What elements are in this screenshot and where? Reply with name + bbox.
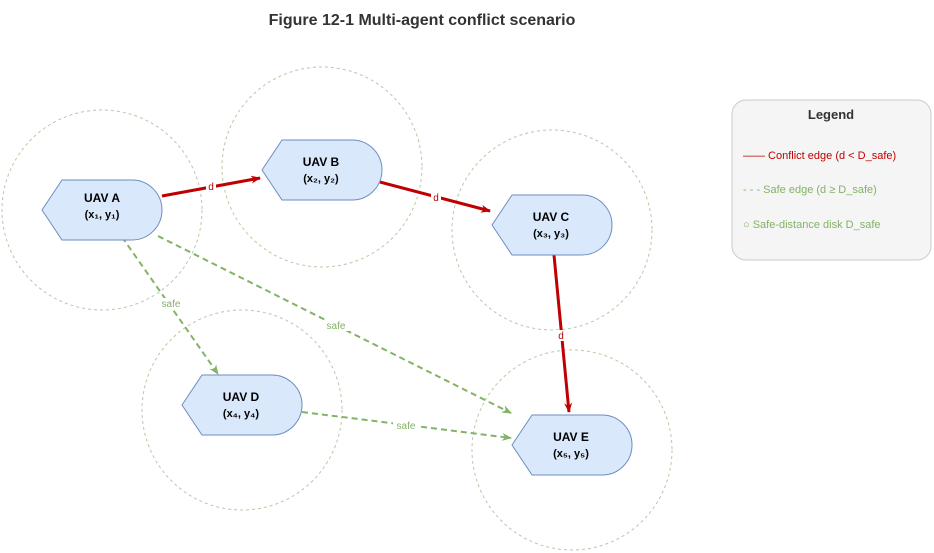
node-label-uav-e: UAV E xyxy=(553,430,589,444)
node-coords-uav-e: (x₅, y₅) xyxy=(553,448,589,460)
node-uav-b[interactable]: UAV B (x₂, y₂) xyxy=(261,139,383,201)
edge-label-c-e: d xyxy=(558,331,564,342)
figure-title: Figure 12-1 Multi-agent conflict scenari… xyxy=(269,12,576,29)
edge-label-d-e: safe xyxy=(397,421,416,432)
uav-nodes: UAV A (x₁, y₁) UAV B (x₂, y₂) UAV C (x₃,… xyxy=(41,139,633,476)
node-label-uav-d: UAV D xyxy=(223,390,260,404)
node-label-uav-a: UAV A xyxy=(84,191,120,205)
edge-label-a-e: safe xyxy=(327,321,346,332)
legend-title: Legend xyxy=(808,107,854,122)
legend: Legend —— Conflict edge (d < D_safe) - -… xyxy=(731,99,932,261)
node-uav-e[interactable]: UAV E (x₅, y₅) xyxy=(511,414,633,476)
legend-safe-edge: - - - Safe edge (d ≥ D_safe) xyxy=(743,184,877,196)
disk-uav-d xyxy=(141,309,343,511)
edge-safe-a-e xyxy=(157,235,512,414)
node-coords-uav-a: (x₁, y₁) xyxy=(85,209,120,221)
legend-safe-disk: ○ Safe-distance disk D_safe xyxy=(743,219,881,231)
node-coords-uav-c: (x₃, y₃) xyxy=(533,228,569,240)
disk-uav-c xyxy=(451,129,653,331)
safe-distance-disks xyxy=(1,66,673,551)
disk-uav-a xyxy=(1,109,203,311)
node-coords-uav-d: (x₄, y₄) xyxy=(223,408,259,420)
node-label-uav-c: UAV C xyxy=(533,210,570,224)
edge-label-a-b: d xyxy=(208,182,214,193)
disk-uav-e xyxy=(471,349,673,551)
legend-conflict-edge: —— Conflict edge (d < D_safe) xyxy=(743,150,896,162)
disk-uav-b xyxy=(221,66,423,268)
edge-label-b-c: d xyxy=(433,193,439,204)
edge-label-a-d: safe xyxy=(162,299,181,310)
node-uav-d[interactable]: UAV D (x₄, y₄) xyxy=(181,374,303,436)
node-uav-c[interactable]: UAV C (x₃, y₃) xyxy=(491,194,613,256)
node-label-uav-b: UAV B xyxy=(303,155,340,169)
node-coords-uav-b: (x₂, y₂) xyxy=(303,173,339,185)
legend-box xyxy=(731,99,932,261)
edge-labels: d d d safe safe safe xyxy=(158,181,566,432)
node-uav-a[interactable]: UAV A (x₁, y₁) xyxy=(41,179,163,241)
